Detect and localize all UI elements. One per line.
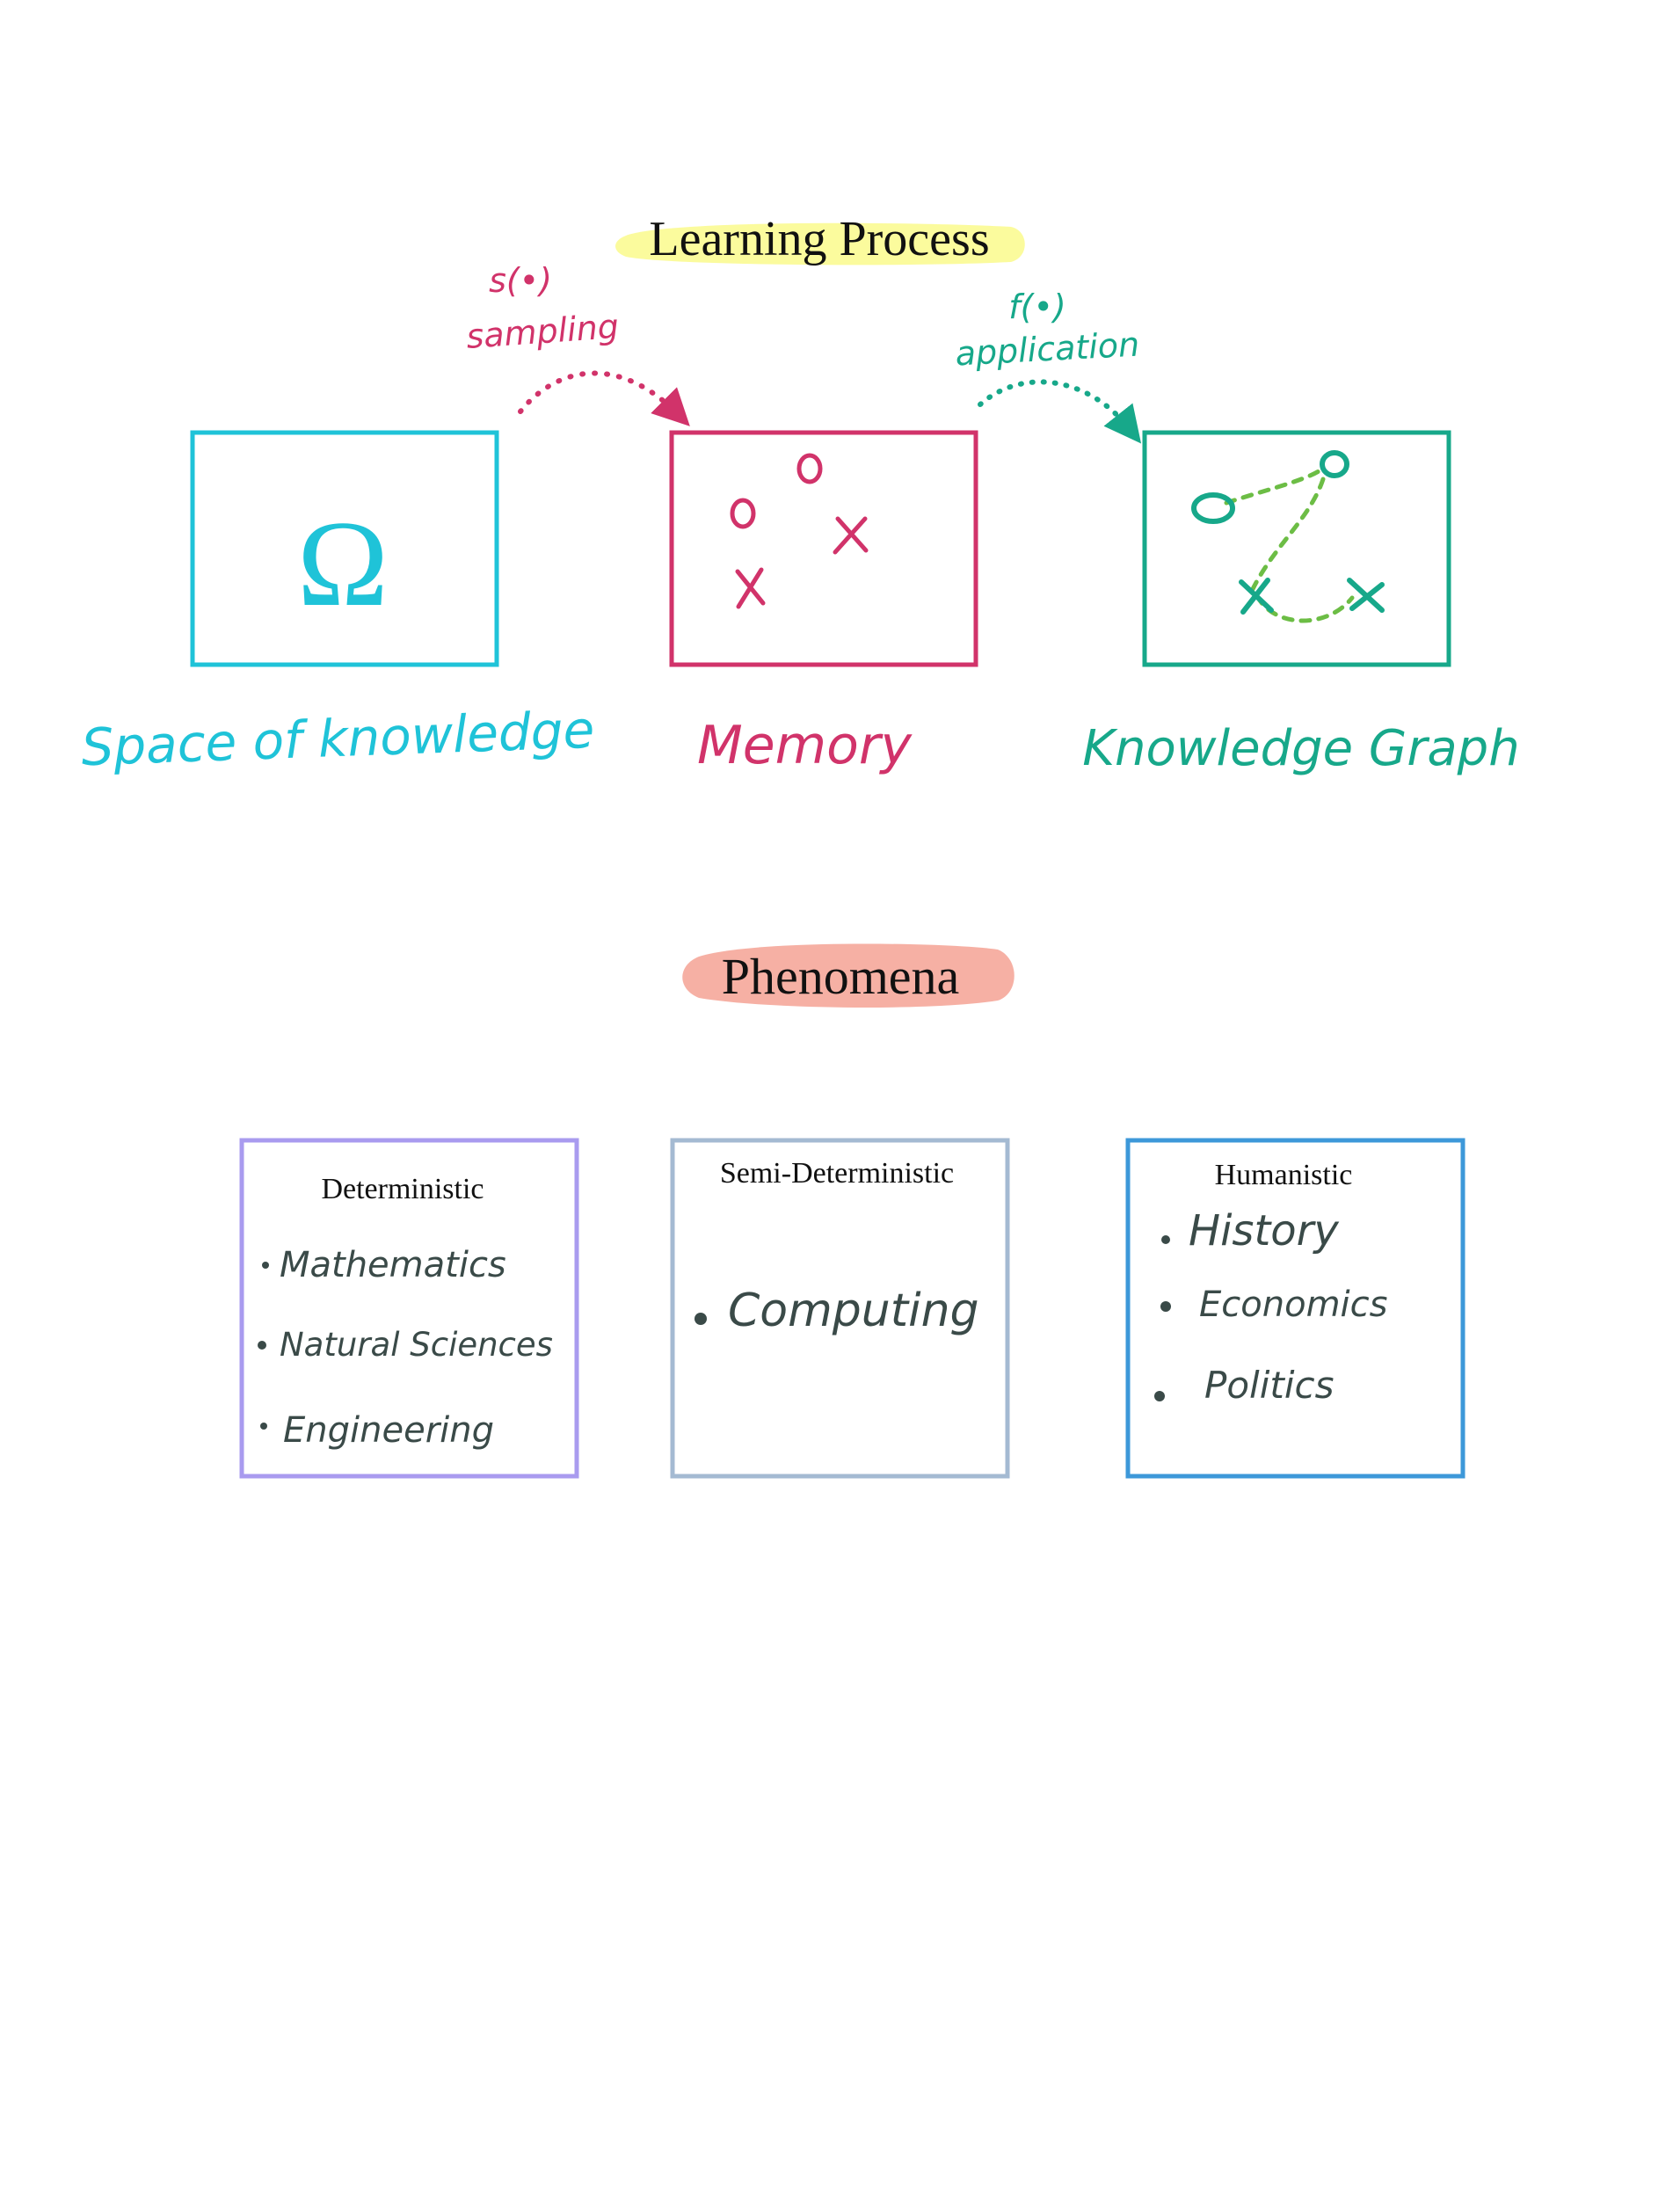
- item-computing: Computing: [728, 1285, 979, 1337]
- sampling-func-label: s(•): [489, 261, 552, 300]
- humanistic-title: Humanistic: [1215, 1159, 1353, 1191]
- bullet-icon: [258, 1341, 266, 1350]
- graph-edges: [1224, 469, 1355, 623]
- graph-edge-2: [1250, 477, 1326, 592]
- space-of-knowledge-caption: Space of knowledge: [80, 700, 595, 777]
- omega-symbol: Ω: [297, 496, 389, 632]
- graph-edge-1: [1224, 469, 1321, 506]
- phenomena-title: Phenomena: [722, 948, 960, 1005]
- sampling-arrow: [518, 370, 690, 426]
- graph-node-o-1: [1191, 492, 1235, 524]
- graph-nodes: [1191, 450, 1385, 615]
- semi-deterministic-title: Semi-Deterministic: [720, 1157, 954, 1190]
- bullet-icon: [262, 1262, 269, 1269]
- item-politics: Politics: [1204, 1364, 1334, 1407]
- graph-node-o-2: [1320, 450, 1349, 478]
- bullet-icon: [1160, 1301, 1171, 1312]
- memory-box: [669, 430, 978, 667]
- memory-marks: [730, 453, 869, 609]
- phenomena-highlight: [682, 943, 1015, 1008]
- knowledge-graph-box: [1142, 430, 1451, 667]
- knowledge-graph-caption: Knowledge Graph: [1082, 720, 1519, 777]
- graph-edge-3: [1255, 593, 1355, 623]
- item-natural-sciences: Natural Sciences: [280, 1326, 553, 1364]
- bullet-icon: [1161, 1235, 1170, 1244]
- bullet-icon: [260, 1423, 267, 1430]
- humanistic-box: [1125, 1138, 1465, 1479]
- space-of-knowledge-box: [190, 430, 499, 667]
- deterministic-title: Deterministic: [321, 1173, 484, 1205]
- title-highlight: [615, 222, 1025, 266]
- learning-process-title: Learning Process: [649, 212, 989, 266]
- application-label: application: [954, 325, 1140, 374]
- memory-mark-x-1: [833, 516, 869, 555]
- item-history: History: [1189, 1206, 1339, 1255]
- graph-node-x-2: [1347, 578, 1385, 613]
- application-arrow: [978, 379, 1142, 444]
- item-engineering: Engineering: [283, 1410, 494, 1451]
- bullet-icon: [1154, 1391, 1165, 1401]
- memory-mark-o-2: [730, 498, 756, 529]
- memory-mark-x-2: [735, 567, 766, 609]
- semi-deterministic-box: [670, 1138, 1010, 1479]
- item-economics: Economics: [1199, 1285, 1387, 1325]
- item-mathematics: Mathematics: [280, 1245, 506, 1285]
- memory-caption: Memory: [697, 715, 913, 776]
- application-func-label: f(•): [1008, 287, 1065, 326]
- deterministic-box: [239, 1138, 579, 1479]
- bullet-icon: [695, 1313, 707, 1325]
- memory-mark-o-1: [796, 453, 823, 484]
- graph-node-x-1: [1239, 578, 1274, 615]
- sampling-label: sampling: [465, 307, 620, 356]
